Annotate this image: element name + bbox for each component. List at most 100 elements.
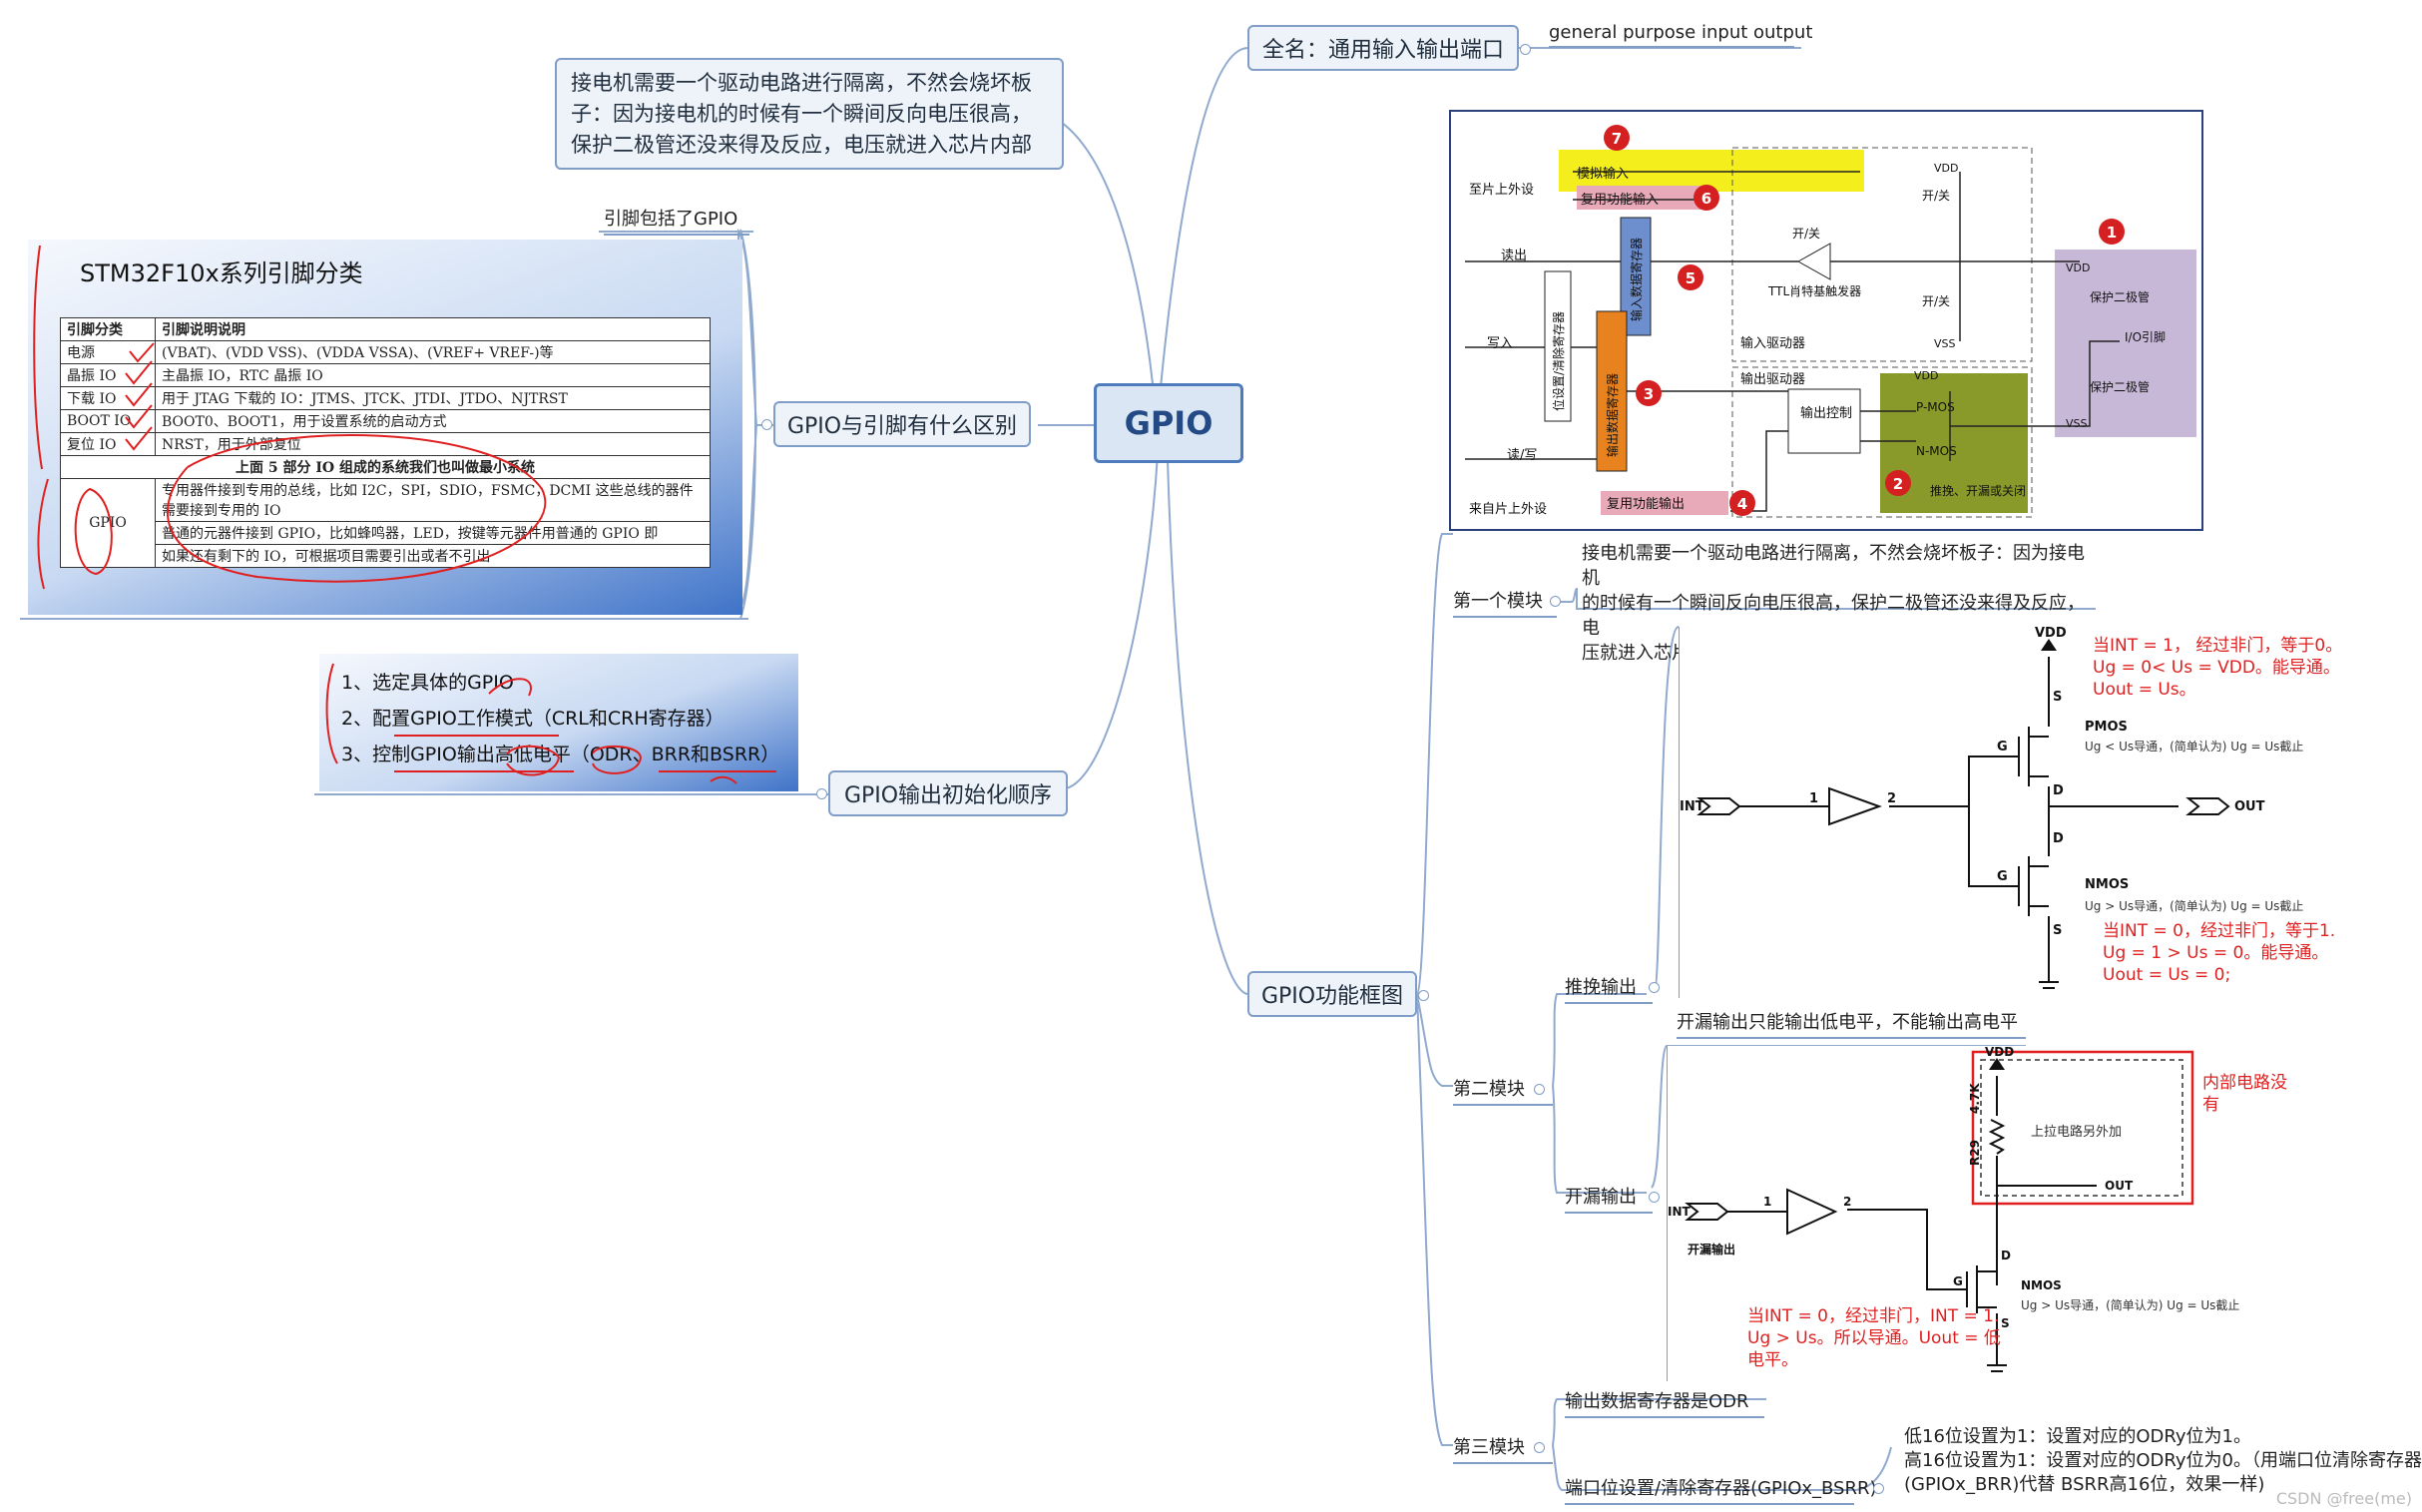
- module1-note: 接电机需要一个驱动电路进行隔离，不然会烧坏板子：因为接电机 的时候有一个瞬间反向…: [1582, 541, 2101, 666]
- open-drain-label[interactable]: 开漏输出: [1565, 1183, 1653, 1214]
- collapse-toggle-fullname[interactable]: [1520, 44, 1531, 55]
- root-topic-gpio[interactable]: GPIO: [1094, 383, 1243, 463]
- pp-pmos-note: Ug < Us导通，(简单认为) Ug = Us截止: [2085, 740, 2303, 754]
- bsrr-label[interactable]: 端口位设置/清除寄存器(GPIOx_BSRR): [1565, 1474, 1877, 1505]
- table-row: 如果还有剩下的 IO，可根据项目需要引出或者不引出: [61, 544, 711, 568]
- bd-from-chip: 来自片上外设: [1469, 502, 1547, 517]
- topic-fullname[interactable]: 全名：通用输入输出端口: [1247, 25, 1519, 71]
- table-row: 普通的元器件接到 GPIO，比如蜂鸣器，LED，按键等元器件用普通的 GPIO …: [61, 521, 711, 545]
- bd-ttl: TTL肖特基触发器: [1767, 283, 1861, 298]
- init-step-3: 3、控制GPIO输出高低电平（ODR、BRR和BSRR）: [341, 744, 780, 765]
- module1-label[interactable]: 第一个模块: [1453, 587, 1557, 618]
- handwritten-marks: [33, 245, 547, 590]
- pp-d-2: D: [2053, 831, 2064, 846]
- module1-note-line-1: 接电机需要一个驱动电路进行隔离，不然会烧坏板子：因为接电机: [1582, 543, 2085, 589]
- badge-3: 3: [1644, 385, 1654, 403]
- bd-switch-2: 开/关: [1922, 189, 1950, 203]
- pin-classification-panel: STM32F10x系列引脚分类 引脚分类 引脚说明说明 电源(VBAT)、(VD…: [28, 240, 742, 615]
- pin-desc: (VBAT)、(VDD VSS)、(VDDA VSSA)、(VREF+ VREF…: [155, 340, 711, 364]
- pp-red-bottom-1: 当INT = 0，经过非门，等于1.: [2103, 921, 2335, 941]
- bd-out-reg: 输出数据寄存器: [1605, 373, 1620, 457]
- odr-label[interactable]: 输出数据寄存器是ODR: [1565, 1387, 1764, 1418]
- pin-desc: 用于 JTAG 下载的 IO：JTMS、JTCK、JTDI、JTDO、NJTRS…: [155, 386, 711, 410]
- pp-s-2: S: [2053, 923, 2062, 938]
- od-k: 4.7K: [1968, 1083, 1982, 1114]
- od-red-side-1: 内部电路没: [2202, 1073, 2287, 1093]
- badge-1: 1: [2107, 224, 2117, 242]
- fullname-english: general purpose input output: [1549, 22, 1812, 48]
- bsrr-note-line-2: 高16位设置为1：设置对应的ODRy位为0。（用端口位清除寄存器: [1904, 1450, 2422, 1471]
- bd-af-out: 复用功能输出: [1607, 496, 1685, 512]
- topic-init-order[interactable]: GPIO输出初始化顺序: [828, 770, 1068, 816]
- pp-red-top-1: 当INT = 1， 经过非门，等于0。: [2093, 636, 2342, 656]
- od-out: OUT: [2105, 1179, 2134, 1193]
- bd-protect-2: 保护二极管: [2090, 379, 2150, 394]
- od-vdd: VDD: [1985, 1046, 2014, 1059]
- bd-in-driver: 输入驱动器: [1740, 335, 1805, 351]
- gpio-block-diagram: 复用功能输入 模拟输入 至片上外设 读出 写入 读/写 来自片上外设 复用功能输…: [1449, 110, 2203, 531]
- bd-out-driver: 输出驱动器: [1740, 371, 1805, 387]
- od-s: S: [2001, 1316, 2010, 1330]
- pp-n2: 2: [1887, 791, 1896, 806]
- pp-g-1: G: [1997, 740, 2008, 755]
- collapse-toggle-push-pull[interactable]: [1649, 982, 1660, 993]
- open-drain-circuit: VDD INT OUT NMOS R29 4.7K 开漏输出 1 2 G D S…: [1667, 1045, 2305, 1381]
- pin-cat: 晶振 IO: [60, 363, 156, 387]
- od-g: G: [1953, 1274, 1963, 1288]
- collapse-toggle-init-order[interactable]: [816, 788, 827, 799]
- bd-protect-1: 保护二极管: [2090, 289, 2150, 304]
- handwritten-marks-init: [325, 663, 776, 784]
- bd-write: 写入: [1487, 336, 1513, 351]
- od-d: D: [2001, 1249, 2011, 1262]
- collapse-toggle-module3[interactable]: [1534, 1442, 1545, 1453]
- bd-out-ctrl: 输出控制: [1800, 405, 1852, 421]
- bd-vss-1: VSS: [1934, 337, 1956, 350]
- bd-switch-3: 开/关: [1922, 294, 1950, 308]
- topic-pin-diff[interactable]: GPIO与引脚有什么区别: [773, 401, 1031, 447]
- collapse-toggle-bsrr[interactable]: [1873, 1483, 1884, 1494]
- collapse-toggle-open-drain[interactable]: [1649, 1192, 1660, 1203]
- module1-note-line-2: 的时候有一个瞬间反向电压很高，保护二极管还没来得及反应，电: [1582, 593, 2085, 639]
- module3-label[interactable]: 第三模块: [1453, 1433, 1553, 1464]
- pp-pmos: PMOS: [2085, 720, 2128, 735]
- push-pull-label[interactable]: 推挽输出: [1565, 973, 1653, 1004]
- init-order-label: GPIO输出初始化顺序: [843, 783, 1053, 808]
- init-step-1: 1、选定具体的GPIO: [341, 672, 514, 694]
- bd-vdd-1: VDD: [1914, 369, 1938, 382]
- bd-pmos: P-MOS: [1916, 400, 1955, 414]
- od-pullup: 上拉电路另外加: [2031, 1124, 2122, 1140]
- badge-6: 6: [1701, 190, 1711, 208]
- collapse-toggle-module1[interactable]: [1550, 596, 1561, 607]
- pin-desc: BOOT0、BOOT1，用于设置系统的启动方式: [155, 409, 711, 433]
- topic-block-diagram[interactable]: GPIO功能框图: [1247, 971, 1417, 1017]
- init-step-2: 2、配置GPIO工作模式（CRL和CRH寄存器）: [341, 708, 725, 730]
- pp-red-top-3: Uout = Us。: [2093, 680, 2196, 700]
- bd-nmos: N-MOS: [1916, 444, 1957, 458]
- pin-desc: 主晶振 IO，RTC 晶振 IO: [155, 363, 711, 387]
- pin-cat: 复位 IO: [60, 432, 156, 456]
- bsrr-note-line-3: (GPIOx_BRR)代替 BSRR高16位，效果一样): [1904, 1474, 2265, 1495]
- bd-switch-1: 开/关: [1792, 227, 1820, 241]
- od-nmos: NMOS: [2021, 1278, 2062, 1292]
- bd-io-pin: I/O引脚: [2125, 329, 2166, 344]
- od-n2: 2: [1843, 1195, 1851, 1209]
- pp-s-1: S: [2053, 690, 2062, 705]
- collapse-toggle-pin-diff[interactable]: [761, 419, 772, 430]
- pp-vdd: VDD: [2035, 627, 2067, 641]
- motor-note[interactable]: 接电机需要一个驱动电路进行隔离，不然会烧坏板 子：因为接电机的时候有一个瞬间反向…: [555, 58, 1064, 170]
- bd-rw: 读/写: [1507, 448, 1537, 463]
- od-red-side-2: 有: [2202, 1095, 2219, 1115]
- pp-d-1: D: [2053, 783, 2064, 798]
- collapse-toggle-block-diagram[interactable]: [1418, 990, 1429, 1001]
- open-drain-desc: 开漏输出只能输出低电平，不能输出高电平: [1677, 1008, 2026, 1039]
- bd-badges: 1 2 3 4 5 6 7: [1604, 125, 2125, 516]
- module2-label[interactable]: 第二模块: [1453, 1075, 1553, 1106]
- pp-red-bottom-3: Uout = Us = 0;: [2103, 965, 2230, 985]
- table-row: GPIO 专用器件接到专用的总线，比如 I2C，SPI，SDIO，FSMC，DC…: [60, 478, 711, 568]
- badge-4: 4: [1737, 495, 1747, 513]
- pp-nmos-note: Ug > Us导通，(简单认为) Ug = Us截止: [2085, 899, 2303, 913]
- collapse-toggle-module2[interactable]: [1534, 1084, 1545, 1095]
- od-nmos-note: Ug > Us导通，(简单认为) Ug = Us截止: [2021, 1298, 2239, 1312]
